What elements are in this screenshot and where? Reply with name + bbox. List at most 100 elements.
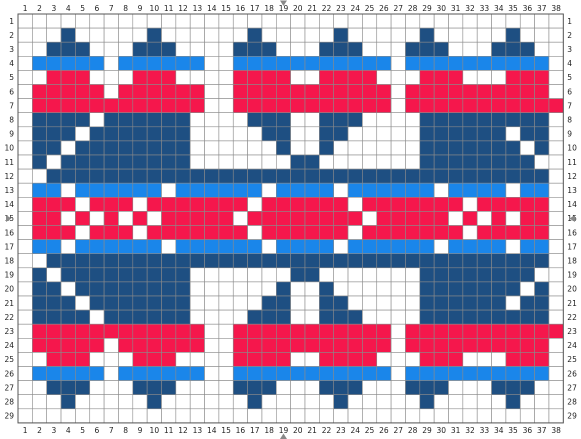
stitch-cell	[61, 226, 75, 240]
stitch-cell	[549, 338, 563, 352]
stitch-cell	[535, 282, 549, 296]
stitch-cell	[291, 395, 305, 409]
row-label-left: 18	[4, 256, 14, 265]
stitch-cell	[147, 352, 161, 366]
stitch-cell	[377, 381, 391, 395]
stitch-cell	[319, 211, 333, 225]
stitch-cell	[248, 141, 262, 155]
stitch-cell	[520, 338, 534, 352]
stitch-cell	[305, 409, 319, 423]
stitch-cell	[104, 169, 118, 183]
stitch-cell	[334, 42, 348, 56]
stitch-cell	[334, 169, 348, 183]
stitch-cell	[118, 70, 132, 84]
stitch-cell	[520, 211, 534, 225]
stitch-cell	[104, 381, 118, 395]
stitch-cell	[377, 310, 391, 324]
stitch-cell	[47, 42, 61, 56]
row-label-left: 9	[9, 130, 14, 139]
stitch-cell	[291, 127, 305, 141]
stitch-cell	[75, 395, 89, 409]
stitch-cell	[506, 99, 520, 113]
stitch-cell	[463, 70, 477, 84]
stitch-cell	[262, 183, 276, 197]
stitch-cell	[276, 211, 290, 225]
row-label-left: 2	[9, 31, 14, 40]
stitch-cell	[18, 42, 32, 56]
stitch-cell	[61, 183, 75, 197]
stitch-cell	[276, 70, 290, 84]
stitch-cell	[104, 99, 118, 113]
stitch-cell	[47, 282, 61, 296]
stitch-cell	[248, 169, 262, 183]
stitch-cell	[463, 352, 477, 366]
stitch-cell	[291, 367, 305, 381]
stitch-cell	[233, 324, 247, 338]
stitch-cell	[405, 56, 419, 70]
stitch-cell	[276, 352, 290, 366]
stitch-cell	[334, 28, 348, 42]
column-label-top: 13	[193, 4, 203, 13]
stitch-cell	[190, 352, 204, 366]
stitch-cell	[449, 367, 463, 381]
stitch-cell	[391, 338, 405, 352]
stitch-cell	[104, 70, 118, 84]
stitch-cell	[506, 296, 520, 310]
stitch-cell	[305, 254, 319, 268]
stitch-cell	[176, 324, 190, 338]
row-label-left: 28	[4, 397, 14, 406]
column-label-bottom: 2	[37, 426, 42, 435]
stitch-cell	[176, 127, 190, 141]
stitch-cell	[176, 381, 190, 395]
stitch-cell	[535, 338, 549, 352]
stitch-cell	[176, 254, 190, 268]
stitch-cell	[18, 155, 32, 169]
row-label-right: 9	[567, 130, 572, 139]
stitch-cell	[334, 381, 348, 395]
stitch-cell	[319, 226, 333, 240]
stitch-cell	[190, 197, 204, 211]
stitch-cell	[420, 324, 434, 338]
stitch-cell	[133, 211, 147, 225]
stitch-cell	[219, 99, 233, 113]
stitch-cell	[90, 338, 104, 352]
stitch-cell	[348, 381, 362, 395]
column-label-bottom: 10	[150, 426, 160, 435]
stitch-cell	[233, 169, 247, 183]
stitch-cell	[319, 183, 333, 197]
stitch-cell	[47, 352, 61, 366]
stitch-cell	[219, 141, 233, 155]
stitch-cell	[420, 367, 434, 381]
stitch-cell	[377, 28, 391, 42]
stitch-cell	[463, 338, 477, 352]
stitch-cell	[162, 113, 176, 127]
stitch-cell	[90, 367, 104, 381]
stitch-cell	[133, 183, 147, 197]
stitch-cell	[334, 183, 348, 197]
stitch-cell	[133, 226, 147, 240]
stitch-cell	[133, 42, 147, 56]
stitch-cell	[492, 367, 506, 381]
stitch-cell	[405, 70, 419, 84]
column-label-bottom: 28	[408, 426, 418, 435]
stitch-cell	[520, 310, 534, 324]
stitch-cell	[362, 211, 376, 225]
stitch-cell	[463, 381, 477, 395]
stitch-cell	[391, 28, 405, 42]
stitch-cell	[535, 254, 549, 268]
stitch-cell	[205, 381, 219, 395]
stitch-cell	[61, 56, 75, 70]
stitch-cell	[291, 282, 305, 296]
stitch-cell	[18, 56, 32, 70]
stitch-cell	[492, 197, 506, 211]
row-label-right: 11	[567, 158, 577, 167]
stitch-cell	[118, 169, 132, 183]
stitch-cell	[147, 169, 161, 183]
stitch-cell	[205, 409, 219, 423]
stitch-cell	[492, 324, 506, 338]
stitch-cell	[362, 141, 376, 155]
stitch-cell	[276, 324, 290, 338]
stitch-cell	[334, 141, 348, 155]
stitch-cell	[449, 183, 463, 197]
stitch-cell	[405, 169, 419, 183]
